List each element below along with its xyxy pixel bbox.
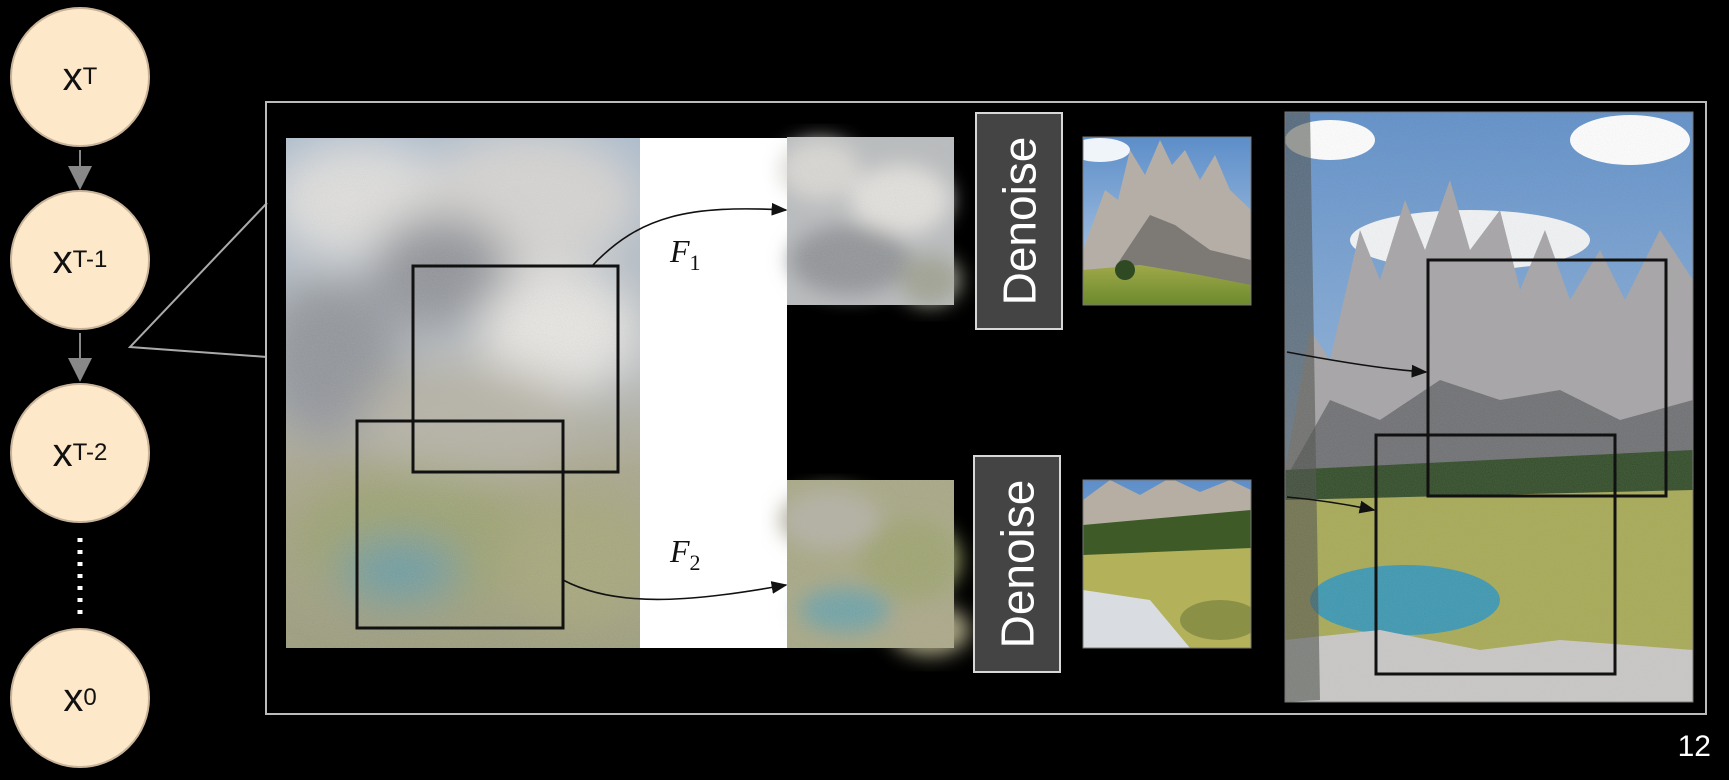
node-sub: 0 [83,684,97,711]
paste-arrow-1 [1286,351,1428,378]
denoised-crop-2-border [1082,479,1252,649]
denoised-panorama-border [1284,111,1694,703]
noisy-latent-image [286,138,640,648]
panorama-window-2 [1374,433,1617,676]
denoise-label-2: Denoise [991,479,1043,649]
node-var: x [62,54,83,99]
crop-window-1 [411,264,620,474]
f1-arrow [591,202,788,267]
page-number: 12 [1677,730,1711,763]
denoise-label-1: Denoise [993,136,1045,306]
denoised-crop-1-border [1082,136,1252,306]
paste-arrow-2 [1286,496,1376,514]
zoom-frame [265,101,1707,715]
diffusion-chain [68,150,268,618]
f1-label: F1 [669,233,701,275]
denoised-panorama [1285,112,1693,702]
denoise-box-2: Denoise [973,455,1061,673]
crop-window-2 [355,419,565,630]
denoise-box-1: Denoise [975,112,1063,330]
zoom-callout-lines [127,202,268,358]
mapping-area [640,138,787,648]
node-sub: T [82,63,98,90]
node-var: x [52,237,73,282]
noisy-crop-1 [780,137,960,305]
node-var: x [52,430,73,475]
f2-arrow [562,579,788,601]
node-sub: T-1 [72,246,108,273]
node-var: x [63,675,84,720]
denoised-crop-1 [1083,137,1251,305]
panorama-window-1 [1426,258,1668,498]
noisy-crop-2 [780,480,970,655]
denoised-crop-2 [1083,480,1251,648]
node-sub: T-2 [72,439,108,466]
f2-label: F2 [669,533,701,575]
